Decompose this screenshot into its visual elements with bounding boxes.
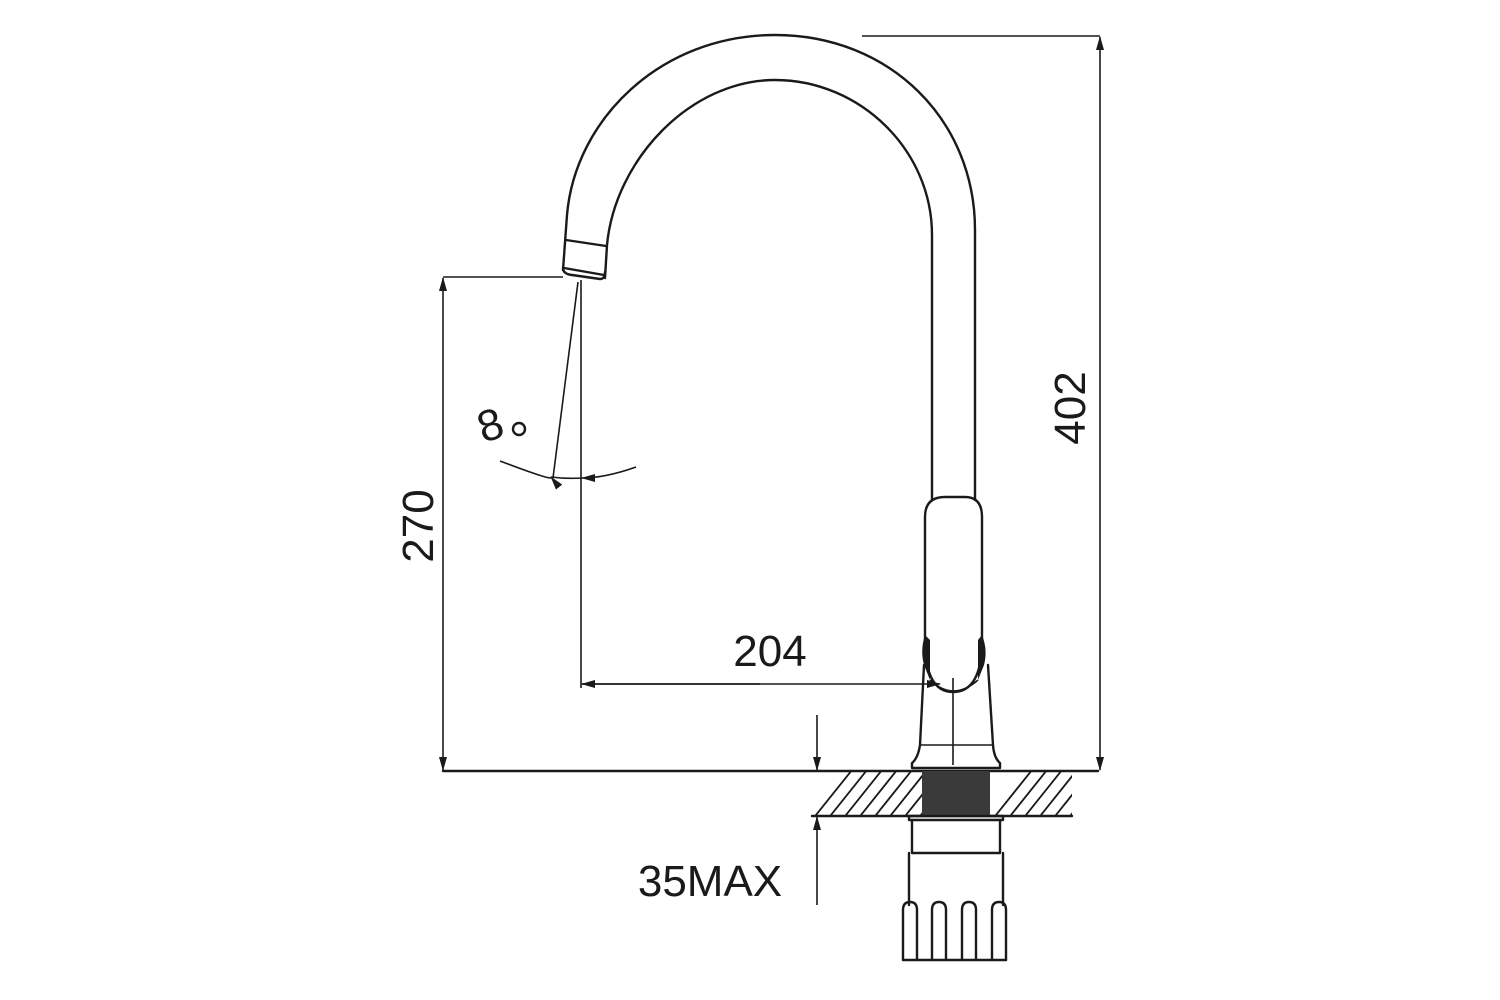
handle-shadow-right <box>978 635 986 680</box>
washer <box>907 814 1005 822</box>
nut-rib-1 <box>901 900 919 962</box>
body-base <box>910 663 1002 770</box>
spout-outer-curve <box>561 33 977 502</box>
countertop-section <box>441 769 1100 818</box>
handle-lever <box>923 495 984 694</box>
degree-symbol <box>511 421 527 437</box>
angle-label: 8 <box>471 399 509 453</box>
nut-rib-3 <box>960 900 978 962</box>
mounting-nut <box>901 814 1008 962</box>
dimension-label-402: 402 <box>1046 371 1095 444</box>
aerator-tip <box>561 266 607 281</box>
faucet-body <box>561 33 1002 770</box>
mounting-shank <box>922 771 990 816</box>
aerator-ring-bottom <box>562 266 606 277</box>
dimension-total-height: 402 <box>862 35 1104 771</box>
dimension-label-204: 204 <box>733 627 806 676</box>
nut-rib-4 <box>990 900 1008 962</box>
handle-shadow-left <box>922 635 930 680</box>
aerator-ring-top <box>564 238 608 248</box>
nut-lower-sides <box>907 851 1005 907</box>
handle-base-curve <box>929 679 979 692</box>
spout-inner-curve <box>603 78 934 502</box>
nut-upper <box>910 818 1002 855</box>
dimension-reach: 204 <box>581 627 941 688</box>
dimension-mount-thickness: 35MAX <box>638 715 821 906</box>
dimension-label-35max: 35MAX <box>638 857 782 906</box>
dimension-flow-angle: 8 <box>471 280 637 688</box>
hatch-right <box>994 770 1072 815</box>
angled-flow-line <box>552 281 579 479</box>
dimension-spout-height: 270 <box>394 276 563 771</box>
hatch-left <box>815 770 922 815</box>
nut-rib-2 <box>930 900 948 962</box>
dimension-label-270: 270 <box>394 489 443 562</box>
